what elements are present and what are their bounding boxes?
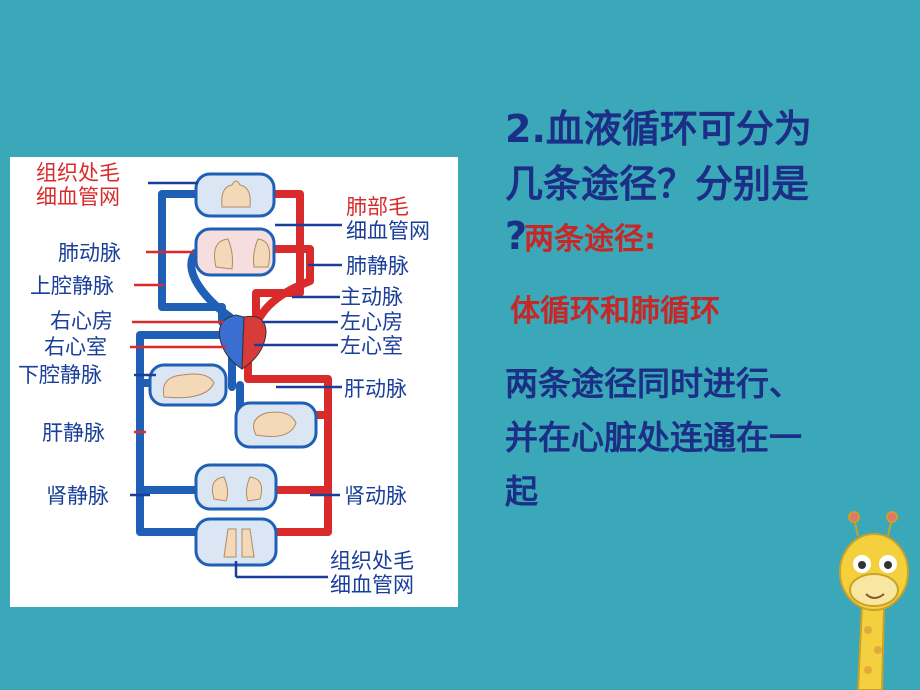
answer-detail-line-2: 并在心脏处连通在一 (505, 418, 802, 457)
giraffe-icon (839, 511, 909, 690)
question-line-1: 2.血液循环可分为 (505, 107, 812, 151)
label-left-ventricle: 左心室 (340, 334, 403, 358)
aorta-down-path (244, 353, 332, 494)
circulation-diagram-drawing (130, 172, 342, 579)
label-tissue-capillary-top-1: 组织处毛 (36, 161, 120, 185)
label-hepatic-vein: 肝静脉 (42, 421, 105, 445)
lungs-shape (214, 238, 271, 270)
answer-detail-line-1: 两条途径同时进行、 (505, 364, 802, 403)
liver-shape (162, 373, 215, 399)
pulmonary-artery-path (187, 249, 234, 321)
label-pulmonary-vein: 肺静脉 (346, 254, 409, 278)
aorta-top-path (252, 190, 304, 321)
label-inferior-vena-cava: 下腔静脉 (18, 363, 102, 387)
label-tissue-capillary-bottom-1: 组织处毛 (330, 549, 414, 573)
circulation-diagram: 组织处毛 细血管网 肺部毛 细血管网 肺动脉 肺静脉 上腔静脉 主动脉 右心房 … (10, 157, 458, 607)
label-renal-vein: 肾静脉 (46, 484, 109, 508)
stomach-shape (253, 411, 297, 437)
label-right-atrium: 右心房 (50, 309, 113, 333)
answer-two-paths: 两条途径: (524, 222, 656, 257)
capillary-box-kidney (194, 463, 278, 511)
label-lung-capillary-1: 肺部毛 (346, 195, 409, 219)
label-left-atrium: 左心房 (340, 310, 403, 334)
label-hepatic-artery: 肝动脉 (344, 377, 407, 401)
heart-right-side (218, 314, 245, 370)
legs-shape (223, 528, 255, 558)
label-pulmonary-artery: 肺动脉 (58, 241, 121, 265)
question-line-2: 几条途径？分别是 (505, 162, 810, 206)
label-aorta: 主动脉 (340, 285, 403, 309)
label-tissue-capillary-top-2: 细血管网 (36, 185, 120, 209)
pulmonary-vein-path (256, 245, 314, 321)
kidneys-shape (211, 476, 263, 502)
label-tissue-capillary-bottom-2: 细血管网 (330, 573, 414, 597)
answer-circulations: 体循环和肺循环 (510, 294, 720, 329)
label-renal-artery: 肾动脉 (344, 484, 407, 508)
heart (218, 314, 267, 370)
body-top-shape (221, 180, 251, 208)
answer-detail-line-3: 起 (505, 472, 538, 511)
lower-artery-path (268, 486, 332, 536)
label-right-ventricle: 右心室 (44, 335, 107, 359)
heart-left-side (241, 315, 267, 370)
label-lung-capillary-2: 细血管网 (346, 219, 430, 243)
label-superior-vena-cava: 上腔静脉 (30, 274, 114, 298)
question-line-3: ? (505, 214, 528, 258)
